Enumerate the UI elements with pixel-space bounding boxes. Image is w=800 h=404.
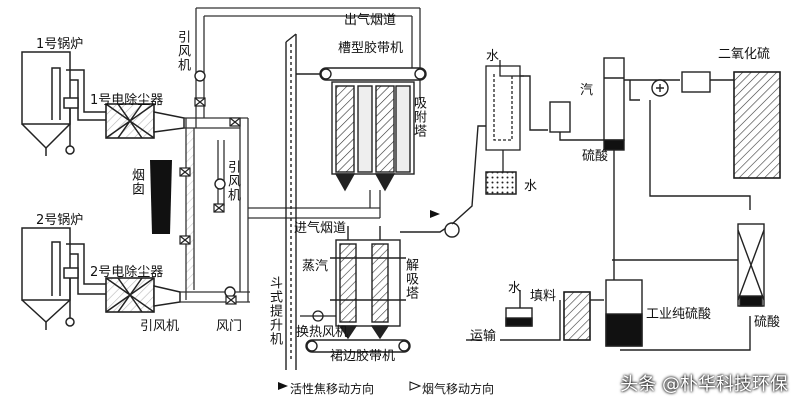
- label-desorption-tower: 解吸塔: [403, 258, 418, 300]
- so2-column: [733, 71, 781, 179]
- id-fan-icons: [194, 70, 236, 298]
- boiler-1: [21, 51, 71, 156]
- bucket-elevator: [285, 33, 297, 370]
- heat-exchange-fan: [300, 310, 336, 322]
- label-bucket-elevator: 斗式提升机: [267, 276, 282, 346]
- label-industrial-acid: 工业纯硫酸: [646, 307, 712, 322]
- label-id-fan-top: 引风机: [175, 30, 190, 72]
- label-adsorption-tower: 吸附塔: [411, 96, 426, 138]
- label-skirt-conveyor: 裙边胶带机: [330, 349, 396, 364]
- label-damper: 风门: [216, 319, 243, 334]
- label-packing: 填料: [530, 289, 557, 304]
- label-heat-exchange-fan: 换热风机: [296, 325, 349, 340]
- gas-link: [400, 125, 486, 238]
- legend-gas-direction: 烟气移动方向: [422, 382, 495, 396]
- trough-conveyor: [296, 67, 427, 81]
- label-id-fan-mid: 引风机: [225, 160, 240, 202]
- pump-icon: [651, 79, 669, 97]
- label-precipitator-1: 1号电除尘器: [90, 93, 164, 108]
- boiler-1-flue: [63, 69, 106, 155]
- boiler-2-flue: [63, 243, 106, 327]
- label-inlet-flue: 进气烟道: [294, 221, 347, 236]
- duct-shading: [186, 130, 194, 290]
- acid-column-right: [737, 223, 765, 307]
- label-water-bottom: 水: [508, 281, 522, 296]
- label-precipitator-2: 2号电除尘器: [90, 265, 164, 280]
- label-sulfuric-acid-right: 硫酸: [754, 315, 781, 330]
- legend-icons: [278, 381, 422, 391]
- legend-coke-direction: 活性焦移动方向: [290, 382, 375, 396]
- precipitator-1: [105, 103, 185, 139]
- stripping-column: [603, 57, 625, 280]
- label-water-mid: 水: [524, 179, 538, 194]
- damper-icons: [179, 97, 241, 305]
- desorption-tower: [330, 226, 406, 340]
- adsorption-tower: [331, 81, 415, 192]
- flow-arrow: [430, 210, 440, 218]
- label-outlet-flue: 出气烟道: [344, 13, 397, 28]
- label-trough-conveyor: 槽型胶带机: [338, 41, 404, 56]
- packing-column: [563, 291, 591, 341]
- label-steam: 蒸汽: [302, 259, 329, 274]
- watermark: 头条 @朴华科技环保: [620, 374, 788, 395]
- coke-arrow-icon: [278, 382, 288, 390]
- condenser: [485, 60, 524, 195]
- gas-arrow-icon: [409, 381, 422, 391]
- skirt-conveyor: [305, 339, 411, 353]
- label-sulfuric-acid-mid: 硫酸: [582, 149, 609, 164]
- boiler-2: [21, 227, 71, 330]
- label-id-fan-bottom: 引风机: [140, 319, 180, 334]
- label-steam-right: 汽: [580, 83, 594, 98]
- chimney: [150, 160, 172, 234]
- label-sulfur-dioxide: 二氧化硫: [718, 47, 771, 62]
- label-water-top: 水: [486, 49, 500, 64]
- label-boiler-1: 1号锅炉: [36, 37, 84, 52]
- precipitator-2: [105, 277, 181, 313]
- industrial-acid-tank: [605, 279, 643, 347]
- water-tank: [505, 307, 533, 327]
- label-boiler-2: 2号锅炉: [36, 213, 84, 228]
- label-chimney: 烟囱: [129, 168, 144, 196]
- label-transport: 运输: [470, 329, 497, 344]
